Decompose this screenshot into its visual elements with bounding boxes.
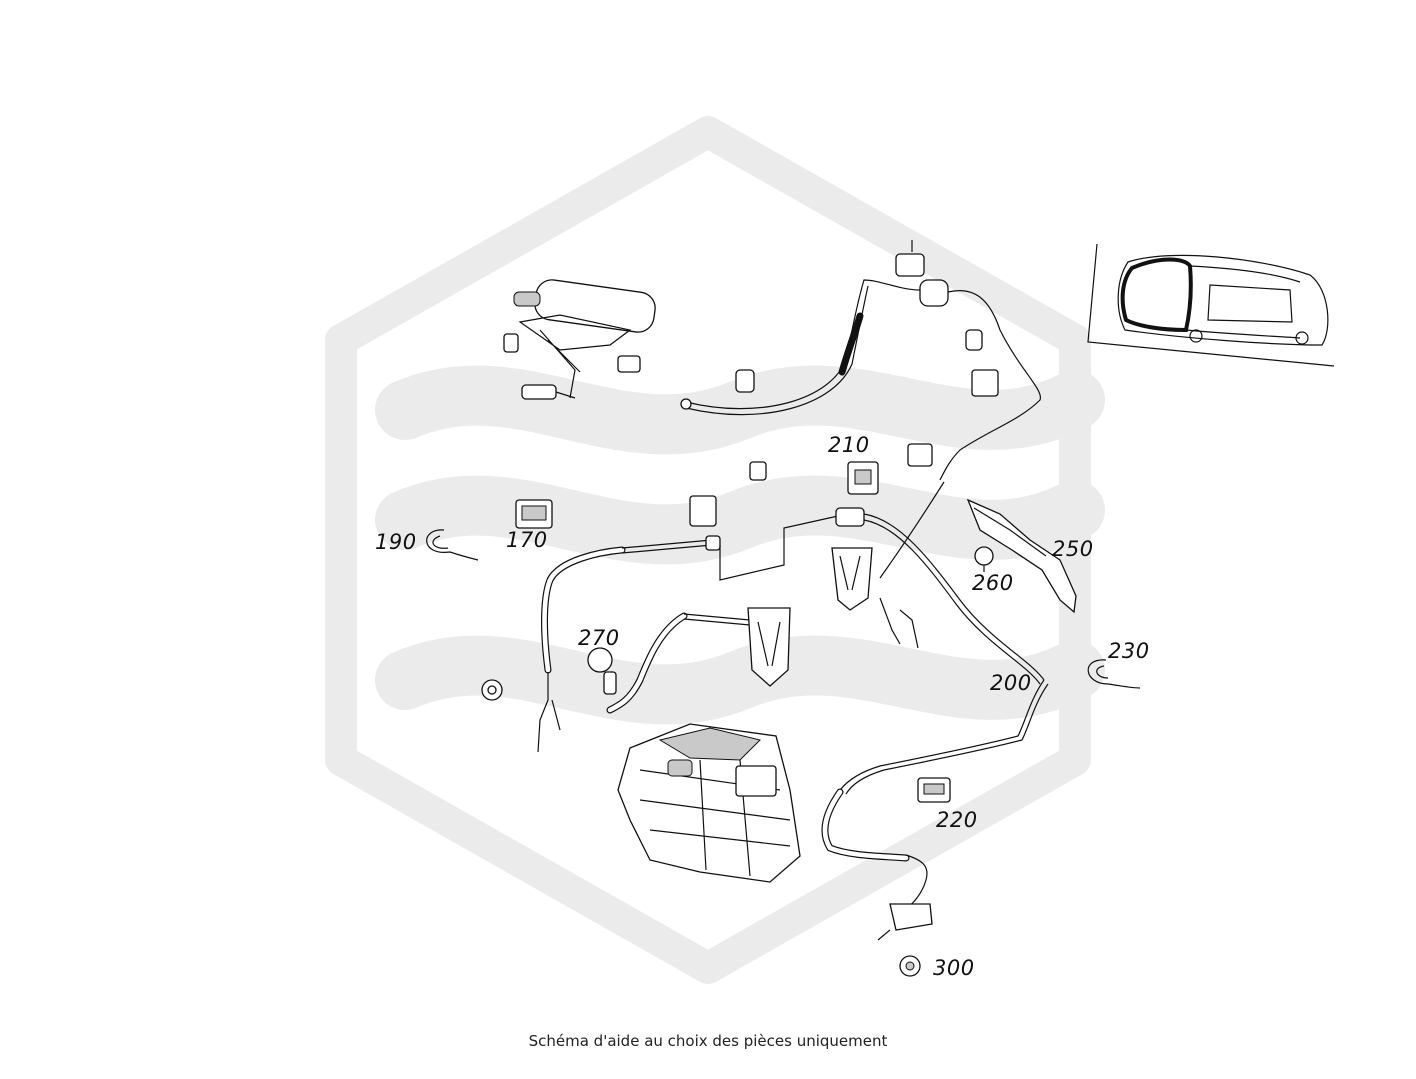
center-distributor <box>831 507 1045 685</box>
watermark-logo <box>325 116 1105 984</box>
label-260: 260 <box>972 571 1014 595</box>
part-210-clip <box>847 461 879 495</box>
hose-200 <box>821 679 1049 941</box>
label-190: 190 <box>375 530 417 554</box>
hose-upper <box>680 240 1041 579</box>
part-170-bracket <box>515 499 553 529</box>
car-locator-icon <box>1087 243 1335 367</box>
part-300-screw <box>899 955 921 977</box>
hose-left <box>537 515 839 753</box>
hose-middle <box>587 607 791 714</box>
label-170: 170 <box>506 528 548 552</box>
label-200: 200 <box>990 671 1032 695</box>
engine-block <box>617 723 801 883</box>
clip-parts <box>689 329 999 527</box>
label-250: 250 <box>1052 537 1094 561</box>
part-220-connector <box>917 777 951 803</box>
part-labels: 190 170 210 250 260 270 230 200 220 300 <box>375 433 1150 980</box>
reservoir-assembly <box>503 279 656 400</box>
label-220: 220 <box>936 808 978 832</box>
label-270: 270 <box>578 626 620 650</box>
label-210: 210 <box>828 433 870 457</box>
label-230: 230 <box>1108 639 1150 663</box>
part-250-bracket <box>966 498 1077 614</box>
diagram-caption: Schéma d'aide au choix des pièces unique… <box>528 1032 888 1050</box>
part-190-cable-tie <box>426 529 479 561</box>
label-300: 300 <box>933 956 975 980</box>
part-230-cable-tie <box>1087 659 1141 689</box>
grommet <box>481 679 503 701</box>
